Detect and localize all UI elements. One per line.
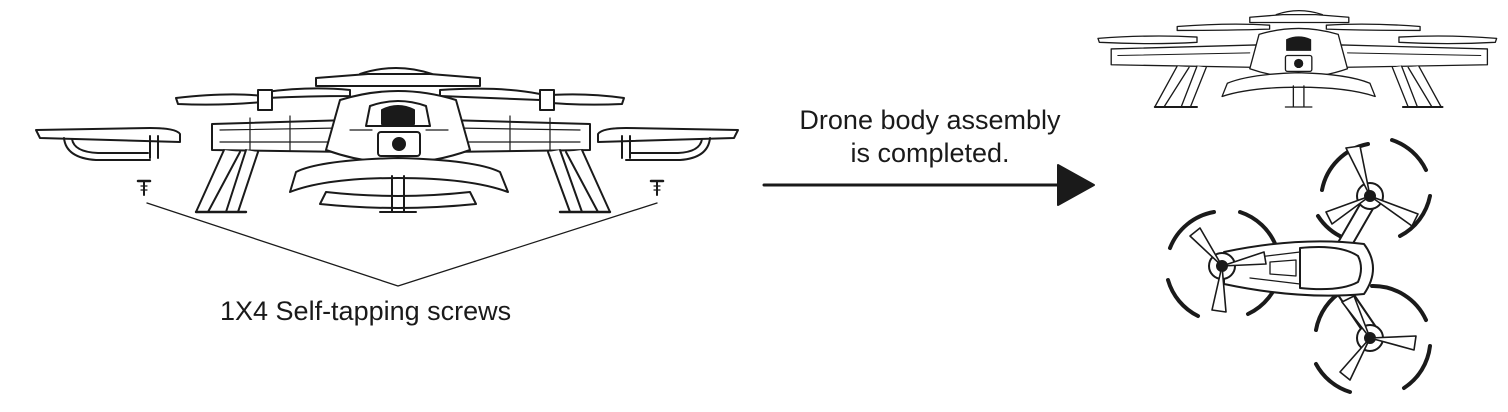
drone-main-body [175,67,625,214]
left-detached-guard [35,127,181,161]
progress-arrow [762,164,1095,206]
screw-left [136,179,152,196]
screws-label: 1X4 Self-tapping screws [220,296,512,326]
leader-lines [146,202,658,287]
assembly-caption: Drone body assembly is completed. [760,104,1100,170]
screw-right [649,179,665,196]
drone-side-view-assembled [1097,9,1498,108]
right-detached-guard [597,127,739,161]
caption-line-1: Drone body assembly [799,105,1061,135]
drone-top-view-assembled [1166,138,1432,394]
caption-line-2: is completed. [850,138,1010,168]
drone-side-view-exploded [35,67,739,287]
